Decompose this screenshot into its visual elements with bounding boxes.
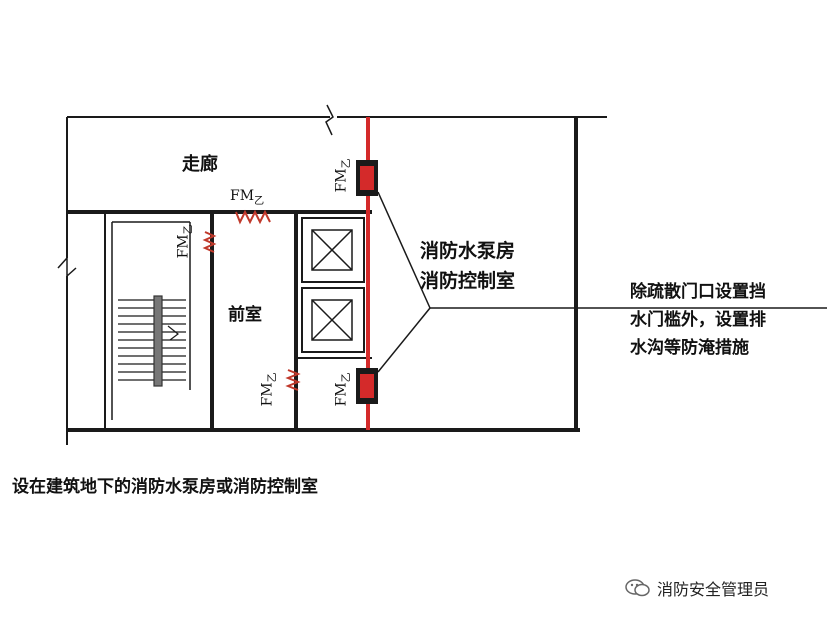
flood-prevention-note: 除疏散门口设置挡 水门槛外，设置排 水沟等防淹措施 <box>630 278 766 362</box>
note-line-2: 水门槛外，设置排 <box>630 310 766 330</box>
note-line-3: 水沟等防淹措施 <box>630 338 749 358</box>
fire-door-stair <box>202 231 217 253</box>
figure-caption: 设在建筑地下的消防水泵房或消防控制室 <box>12 477 318 497</box>
antechamber-label: 前室 <box>228 305 262 325</box>
note-line-1: 除疏散门口设置挡 <box>630 282 766 302</box>
fm-label-antechamber: FM乙 <box>259 372 279 407</box>
wechat-icon <box>625 579 650 597</box>
pump-room-door-bottom <box>356 368 378 404</box>
fm-label-bottom-door: FM乙 <box>333 372 353 407</box>
fire-door-corridor <box>235 209 271 225</box>
watermark: 消防安全管理员 <box>625 576 769 600</box>
walls <box>57 104 607 445</box>
corridor-label: 走廊 <box>182 154 218 175</box>
fire-door-antechamber <box>285 369 301 391</box>
fm-label-stair: FM乙 <box>175 224 195 259</box>
staircase <box>118 295 186 387</box>
leader-lines <box>377 191 827 373</box>
elevator-shafts <box>296 217 372 359</box>
pump-room-label-line2: 消防控制室 <box>420 270 516 292</box>
fm-label-top-door: FM乙 <box>333 158 353 193</box>
pump-room-door-top <box>356 160 378 196</box>
watermark-text: 消防安全管理员 <box>657 580 770 599</box>
pump-room-label-line1: 消防水泵房 <box>420 240 516 262</box>
fm-label-corridor: FM乙 <box>230 188 265 207</box>
